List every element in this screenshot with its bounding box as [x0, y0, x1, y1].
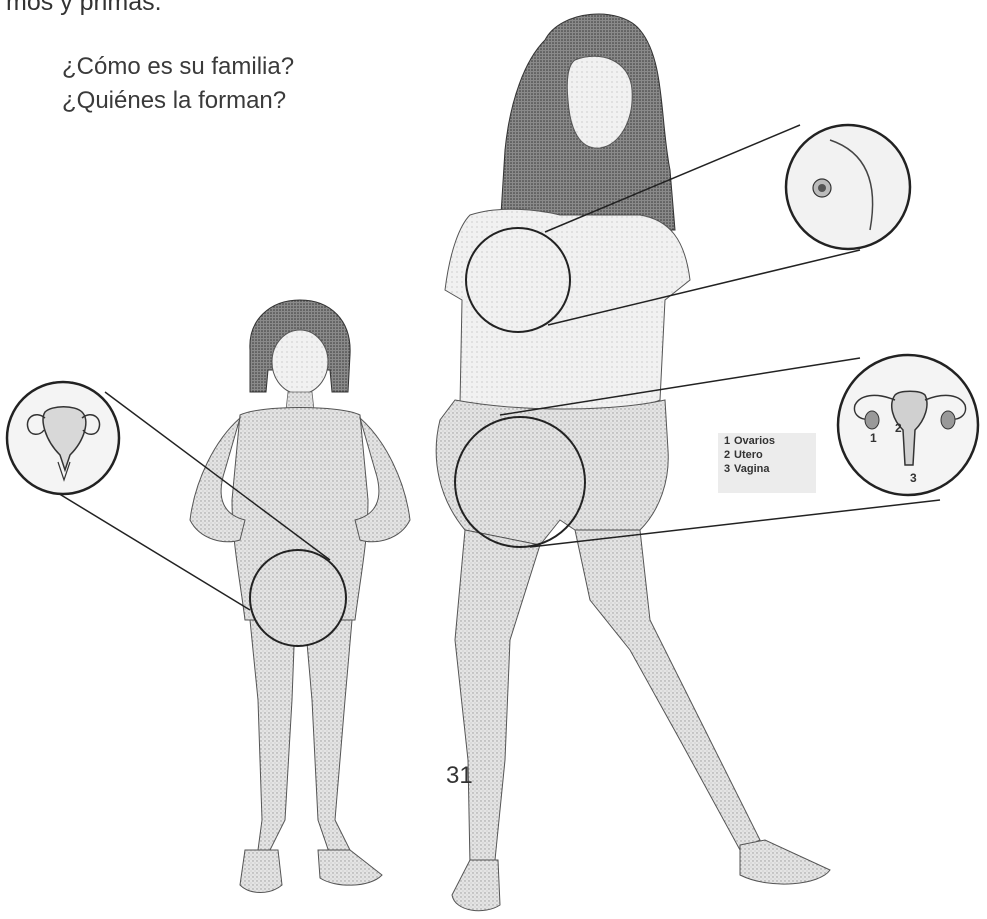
- legend-row: 2Utero: [724, 448, 816, 462]
- breast-callout: [786, 125, 910, 249]
- child-pelvis-circle: [250, 550, 346, 646]
- page-number: 31: [446, 762, 473, 790]
- callout-label-3: 3: [910, 471, 917, 485]
- legend-row: 1Ovarios: [724, 434, 816, 448]
- callout-label-1: 1: [870, 431, 877, 445]
- organ-legend: 1Ovarios 2Utero 3Vagina: [718, 433, 816, 493]
- callout-label-2: 2: [895, 421, 902, 435]
- reproductive-organs-callout: 1 2 3: [838, 355, 978, 495]
- child-uterus-callout: [7, 382, 119, 494]
- legend-row: 3Vagina: [724, 462, 816, 476]
